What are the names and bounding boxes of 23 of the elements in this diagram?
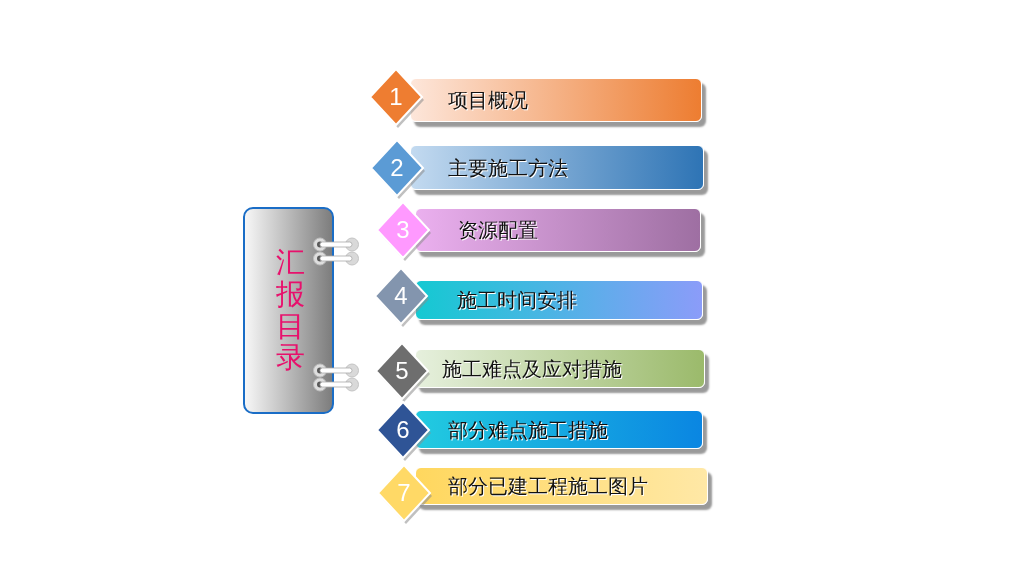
item-number: 2 (390, 156, 404, 180)
item-number: 6 (396, 418, 410, 442)
menu-bar (415, 208, 701, 252)
menu-item-title: 资源配置 (458, 218, 538, 242)
card-title: 汇报目录 (276, 246, 305, 375)
menu-item-title: 主要施工方法 (448, 155, 568, 180)
item-number: 3 (396, 218, 410, 242)
menu-bar (415, 467, 708, 505)
menu-bar (415, 349, 705, 388)
item-number: 1 (389, 85, 403, 109)
menu-bar (415, 410, 703, 449)
menu-bar (410, 145, 704, 190)
menu-item-title: 项目概况 (448, 88, 528, 112)
title-card (243, 207, 334, 414)
menu-bar (410, 78, 702, 122)
menu-item-title: 部分已建工程施工图片 (448, 474, 648, 498)
menu-item-title: 部分难点施工措施 (448, 417, 608, 442)
menu-item-title: 施工时间安排 (457, 288, 577, 312)
menu-bar (415, 280, 703, 320)
item-number: 4 (394, 284, 408, 308)
item-number: 5 (395, 359, 409, 383)
menu-item-title: 施工难点及应对措施 (442, 356, 622, 381)
item-number: 7 (397, 481, 411, 505)
